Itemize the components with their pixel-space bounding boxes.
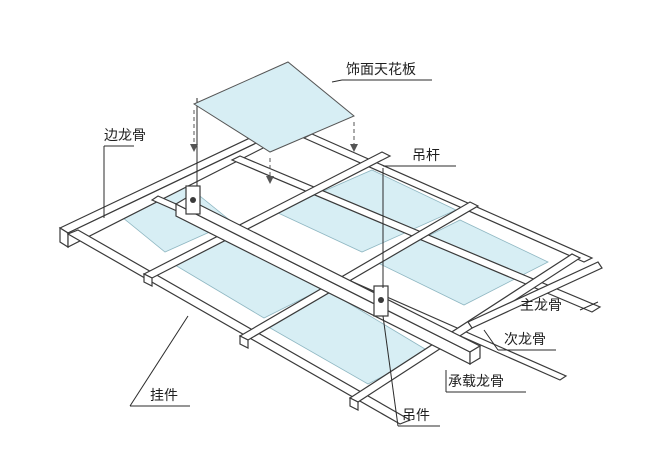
cross-keel [143, 273, 153, 287]
label-bearing-keel: 承载龙骨 [448, 374, 504, 390]
hanger-rods [196, 98, 384, 288]
cross-keel [467, 261, 603, 329]
grid-panel [375, 219, 549, 306]
label-hanger: 吊件 [402, 408, 430, 424]
hangers [185, 185, 389, 317]
label-hanger-rod: 吊杆 [412, 148, 440, 164]
leader-lines [103, 79, 599, 427]
label-secondary-keel: 次龙骨 [504, 332, 546, 348]
label-edge-keel: 边龙骨 [104, 128, 146, 144]
long-keel [66, 229, 412, 425]
cross-keel [349, 397, 359, 411]
cross-keel [239, 335, 249, 349]
label-hanger-clip: 挂件 [150, 388, 178, 404]
bearing-keel [174, 197, 482, 366]
diagram-labels: 饰面天花板 边龙骨 吊杆 主龙骨 次龙骨 承载龙骨 挂件 吊件 [104, 62, 562, 424]
label-main-keel: 主龙骨 [520, 298, 562, 314]
floating-ceiling-panel [190, 61, 358, 184]
cross-keels [142, 151, 603, 411]
label-ceiling-panel: 饰面天花板 [346, 62, 416, 78]
